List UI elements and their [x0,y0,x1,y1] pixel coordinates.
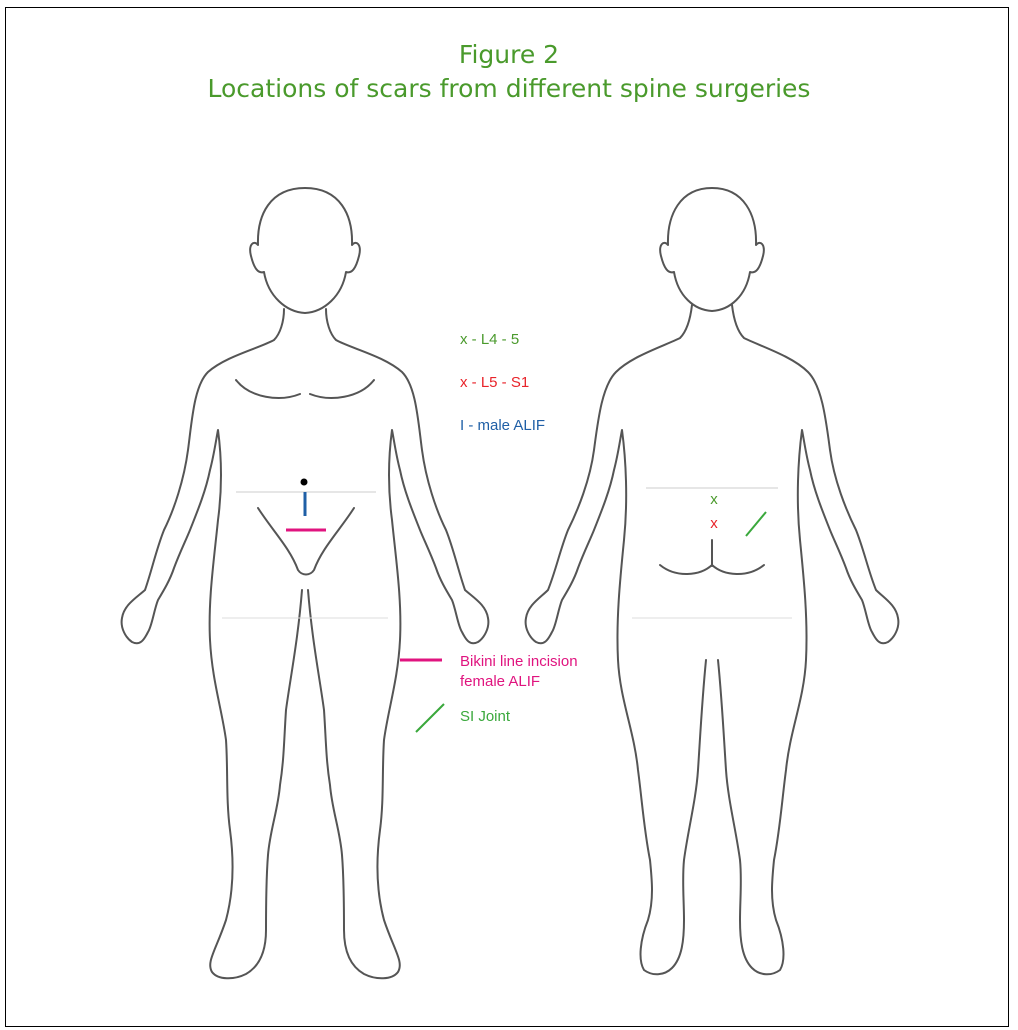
back-body-outline [526,188,899,974]
si-joint-swatch [416,704,444,732]
legend-si-joint: SI Joint [460,708,510,725]
si-joint-incision [746,512,766,536]
front-body-outline [122,188,489,978]
legend-l45: x - L4 - 5 [460,331,519,348]
navel-dot [301,479,308,486]
l5s1-marker: x [710,515,718,532]
legend-female-alif: female ALIF [460,673,540,690]
legend-male-alif: I - male ALIF [460,417,545,434]
legend-bikini-line: Bikini line incision [460,653,578,670]
l45-marker: x [710,491,718,508]
legend-l5s1: x - L5 - S1 [460,374,529,391]
